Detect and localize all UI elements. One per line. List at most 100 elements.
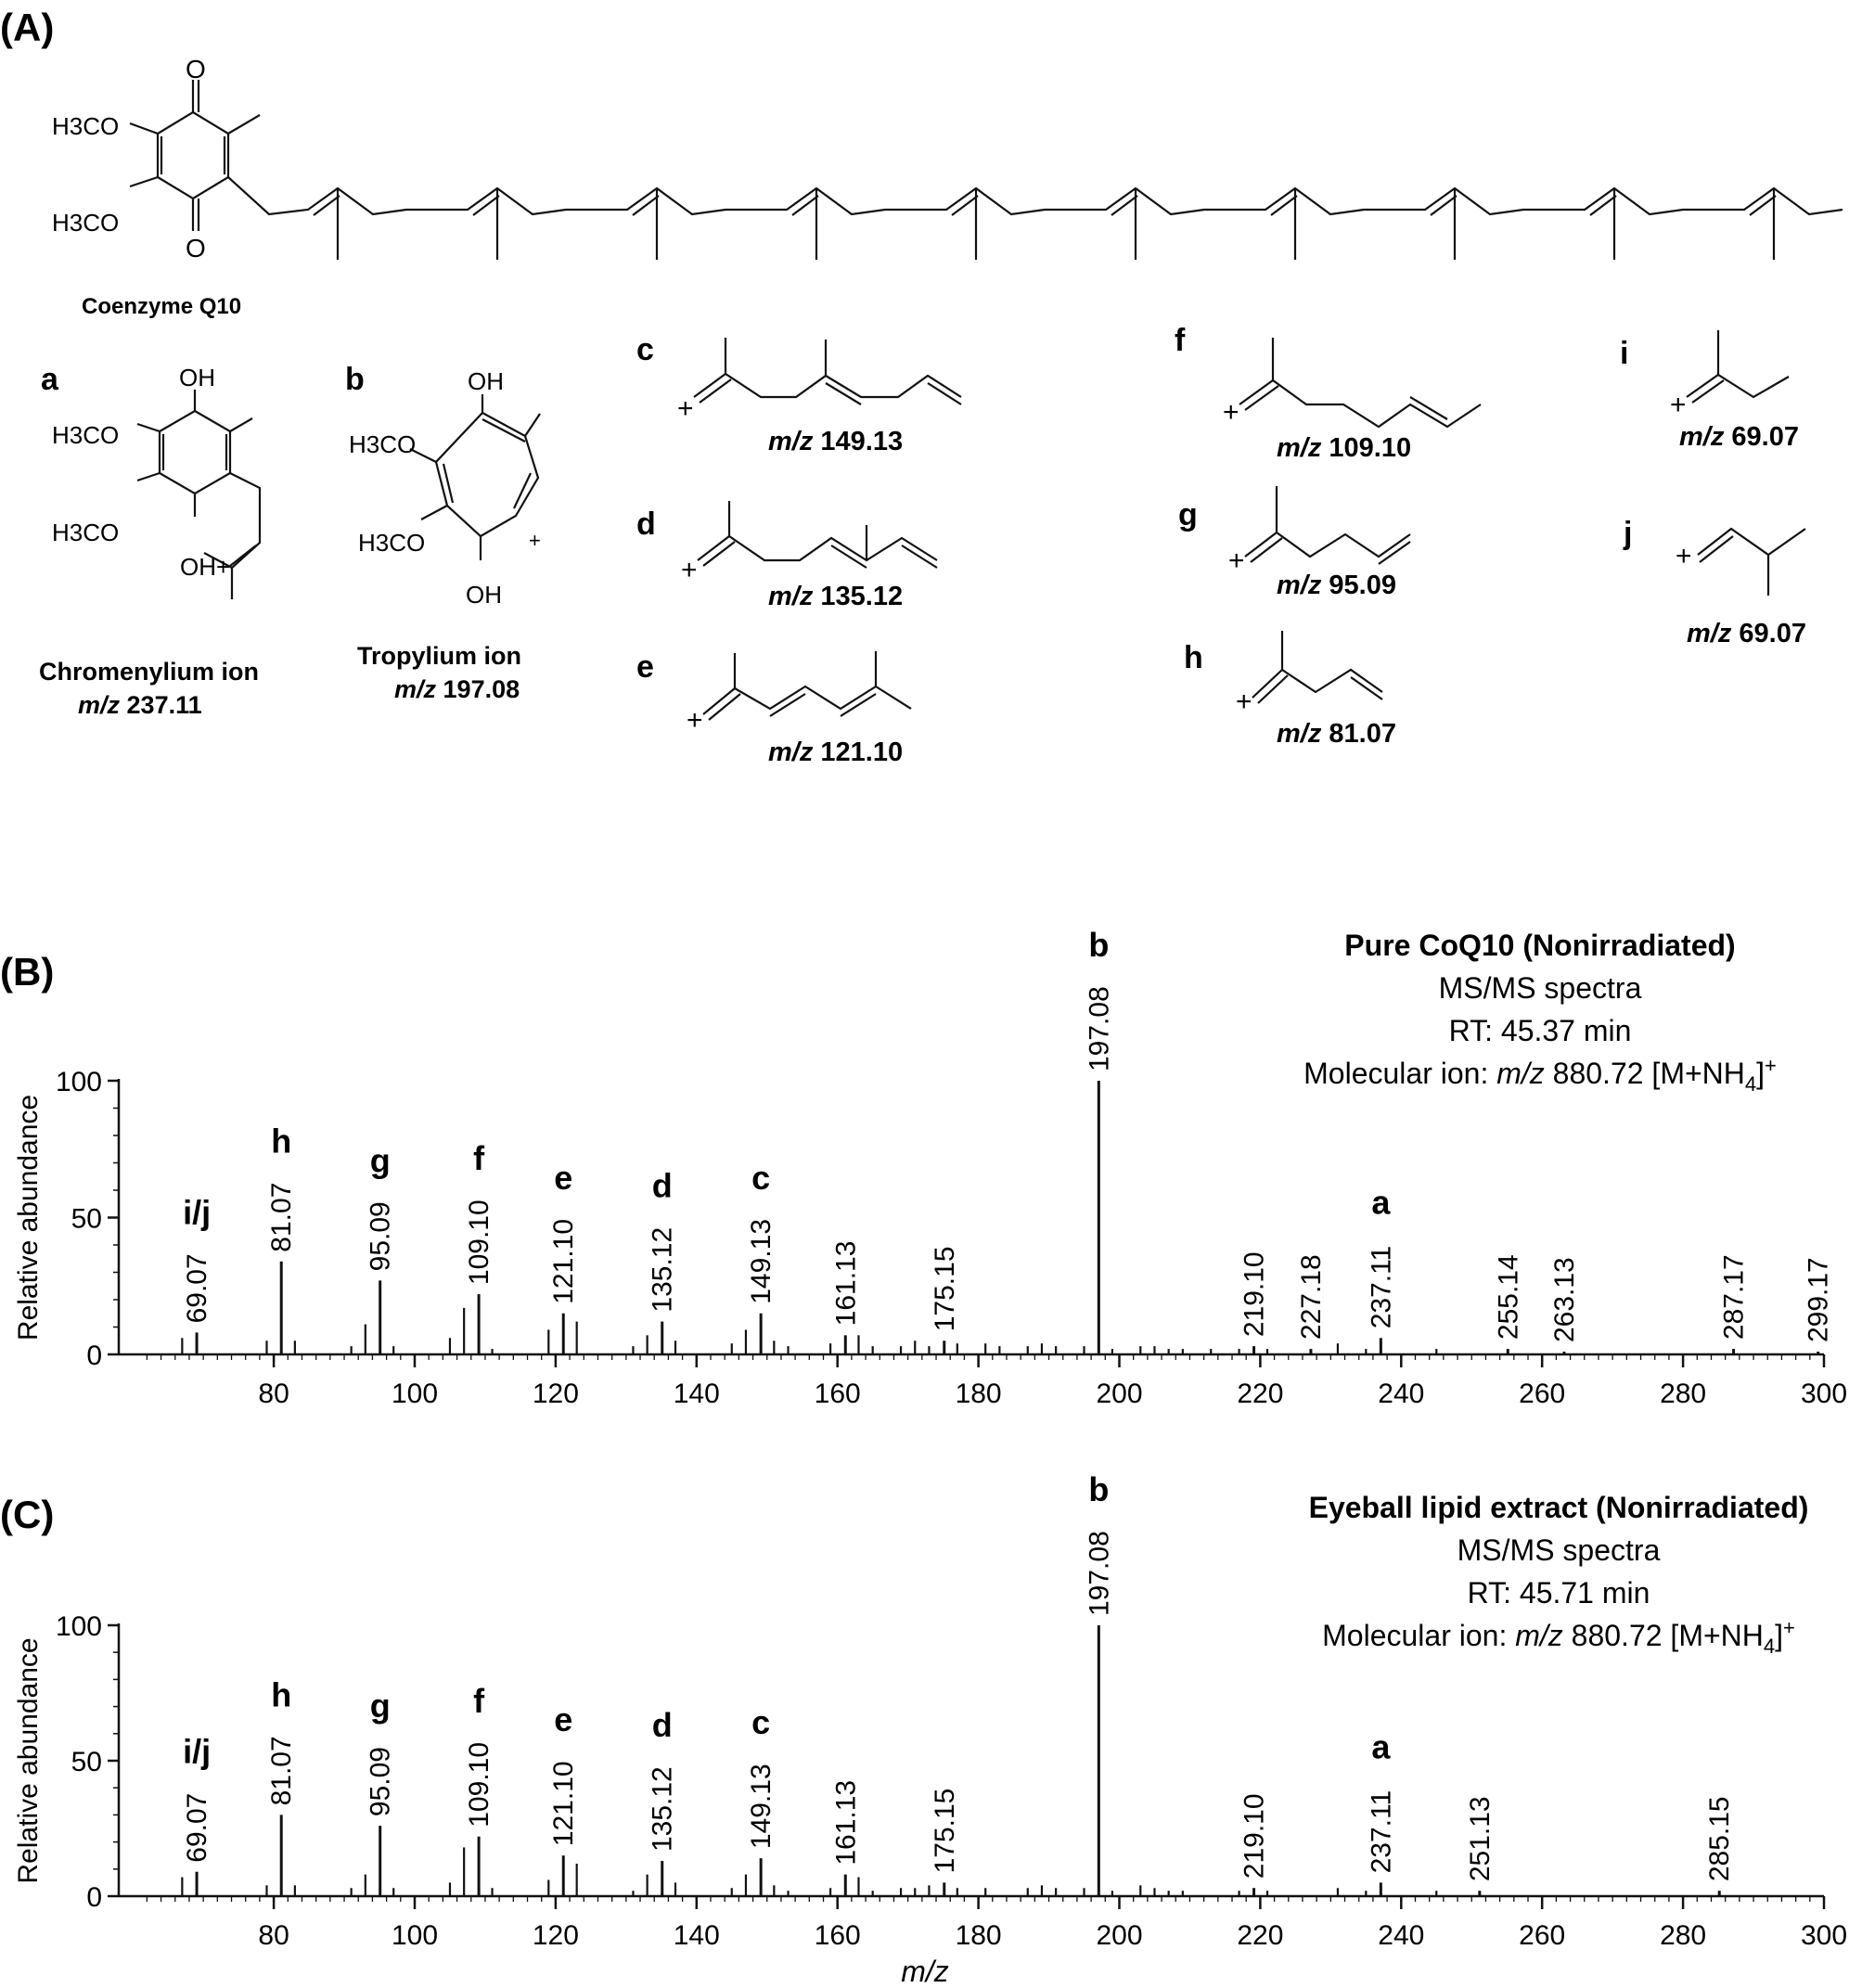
- fragment-c-mz: m/z 149.13: [768, 427, 903, 456]
- peak-fragment-letter: c: [751, 1159, 770, 1197]
- peak-label: 161.13: [830, 1780, 861, 1866]
- x-tick-label: 280: [1660, 1920, 1706, 1951]
- fragment-b-plus: +: [529, 529, 541, 552]
- fragment-chain-structures: [693, 330, 1806, 721]
- peak-fragment-letter: g: [370, 1687, 391, 1725]
- peak-fragment-letter: f: [473, 1682, 485, 1720]
- h3co-top: H3CO: [52, 112, 119, 140]
- peak-label: 69.07: [182, 1253, 212, 1323]
- peak-label: 197.08: [1084, 1531, 1114, 1616]
- fragment-b-h3co-bottom: H3CO: [358, 529, 425, 557]
- y-tick-label: 0: [86, 1340, 102, 1371]
- peak-fragment-letter: a: [1371, 1183, 1391, 1221]
- peak-label: 263.13: [1549, 1257, 1580, 1342]
- x-tick-label: 120: [533, 1920, 579, 1951]
- peak-label: 135.12: [648, 1766, 678, 1852]
- fragment-j-mz: m/z 69.07: [1687, 619, 1806, 648]
- fragment-i-mz: m/z 69.07: [1679, 422, 1799, 452]
- x-tick-label: 180: [956, 1920, 1002, 1951]
- fragment-b-oh-top: OH: [468, 367, 504, 395]
- x-tick-label: 100: [392, 1379, 438, 1409]
- fragment-h-letter: h: [1184, 640, 1203, 675]
- x-tick-label: 280: [1660, 1379, 1706, 1409]
- peak-label: 121.10: [548, 1219, 579, 1304]
- x-tick-label: 80: [258, 1379, 289, 1409]
- y-tick-label: 0: [86, 1882, 102, 1913]
- fragment-d-letter: d: [636, 507, 656, 542]
- peak-label: 227.18: [1296, 1254, 1327, 1340]
- x-tick-label: 260: [1519, 1920, 1565, 1951]
- peak-fragment-letter: a: [1371, 1727, 1391, 1765]
- fragment-g-letter: g: [1178, 497, 1198, 532]
- fragment-b-oh-bottom: OH: [466, 581, 502, 609]
- x-tick-label: 220: [1237, 1379, 1283, 1409]
- spectrum-info-line: MS/MS spectra: [1439, 971, 1642, 1005]
- peak-fragment-letter: f: [473, 1139, 485, 1177]
- x-tick-label: 300: [1801, 1920, 1847, 1951]
- peak-label: 95.09: [366, 1201, 396, 1271]
- peak-fragment-letter: d: [652, 1167, 673, 1205]
- oxygen-bottom: O: [186, 234, 206, 263]
- fragment-f-letter: f: [1175, 323, 1186, 358]
- x-tick-label: 220: [1237, 1920, 1283, 1951]
- molecular-ion-line: Molecular ion: m/z 880.72 [M+NH4]+: [1303, 1054, 1777, 1096]
- peak-fragment-letter: h: [271, 1122, 291, 1161]
- molecular-ion-line: Molecular ion: m/z 880.72 [M+NH4]+: [1322, 1616, 1795, 1658]
- coq10-structure: [129, 80, 1843, 260]
- peak-label: 109.10: [464, 1742, 494, 1828]
- panel-a: (A) O O H3CO H3CO Coenzyme Q10: [0, 6, 1843, 767]
- peak-label: 135.12: [648, 1227, 678, 1313]
- x-tick-label: 140: [674, 1920, 720, 1951]
- y-tick-label: 50: [71, 1204, 102, 1235]
- fragment-a-letter: a: [41, 362, 59, 397]
- spectrum-info-line: RT: 45.71 min: [1468, 1576, 1650, 1610]
- y-tick-label: 50: [71, 1747, 102, 1777]
- peak-label: 149.13: [746, 1764, 777, 1849]
- x-tick-label: 240: [1378, 1379, 1424, 1409]
- fragment-a-h3co-bottom: H3CO: [52, 519, 119, 546]
- fragment-d-mz: m/z 135.12: [768, 582, 903, 611]
- fragment-g-mz: m/z 95.09: [1277, 571, 1396, 600]
- peak-label: 149.13: [746, 1219, 777, 1304]
- panel-a-label: (A): [0, 6, 54, 49]
- fragment-a-ohplus: OH+: [180, 553, 230, 581]
- spectrum-info-line: MS/MS spectra: [1457, 1533, 1661, 1567]
- peak-label: 69.07: [182, 1793, 212, 1863]
- y-axis-label: Relative abundance: [13, 1637, 44, 1883]
- peak-label: 175.15: [930, 1246, 960, 1331]
- x-axis-label: m/z: [901, 1955, 949, 1988]
- fragment-h-mz: m/z 81.07: [1277, 719, 1396, 749]
- peak-label: 175.15: [930, 1789, 960, 1874]
- peak-fragment-letter: e: [554, 1700, 572, 1738]
- peak-fragment-letter: h: [271, 1675, 291, 1713]
- peak-label: 299.17: [1804, 1257, 1834, 1342]
- spectrum-title: Pure CoQ10 (Nonirradiated): [1344, 929, 1735, 962]
- h3co-bottom: H3CO: [52, 209, 119, 237]
- fragment-j-letter: j: [1623, 516, 1632, 551]
- x-tick-label: 260: [1519, 1379, 1565, 1409]
- peak-label: 161.13: [830, 1241, 861, 1327]
- x-tick-label: 200: [1096, 1379, 1142, 1409]
- fragment-h-plus: +: [1236, 686, 1252, 717]
- peak-fragment-letter: b: [1088, 1470, 1109, 1508]
- fragment-e-mz: m/z 121.10: [768, 737, 903, 767]
- oxygen-top: O: [186, 55, 206, 83]
- y-tick-label: 100: [56, 1611, 102, 1642]
- peak-label: 287.17: [1719, 1254, 1750, 1340]
- peak-label: 255.14: [1493, 1254, 1523, 1340]
- fragment-e-letter: e: [636, 649, 654, 685]
- peak-label: 81.07: [266, 1183, 297, 1252]
- fragment-i-plus: +: [1670, 390, 1687, 420]
- fragment-g-plus: +: [1228, 545, 1245, 576]
- spectrum-info-line: RT: 45.37 min: [1449, 1014, 1632, 1047]
- fragment-f-mz: m/z 109.10: [1277, 433, 1411, 463]
- fragment-c-letter: c: [636, 332, 654, 367]
- x-tick-label: 140: [674, 1379, 720, 1409]
- fragment-d-plus: +: [681, 555, 698, 585]
- peak-label: 95.09: [366, 1747, 396, 1816]
- fragment-b-name: Tropylium ion: [357, 642, 521, 670]
- peak-label: 197.08: [1084, 986, 1114, 1071]
- fragment-e-plus: +: [687, 705, 703, 736]
- x-tick-label: 300: [1801, 1379, 1847, 1409]
